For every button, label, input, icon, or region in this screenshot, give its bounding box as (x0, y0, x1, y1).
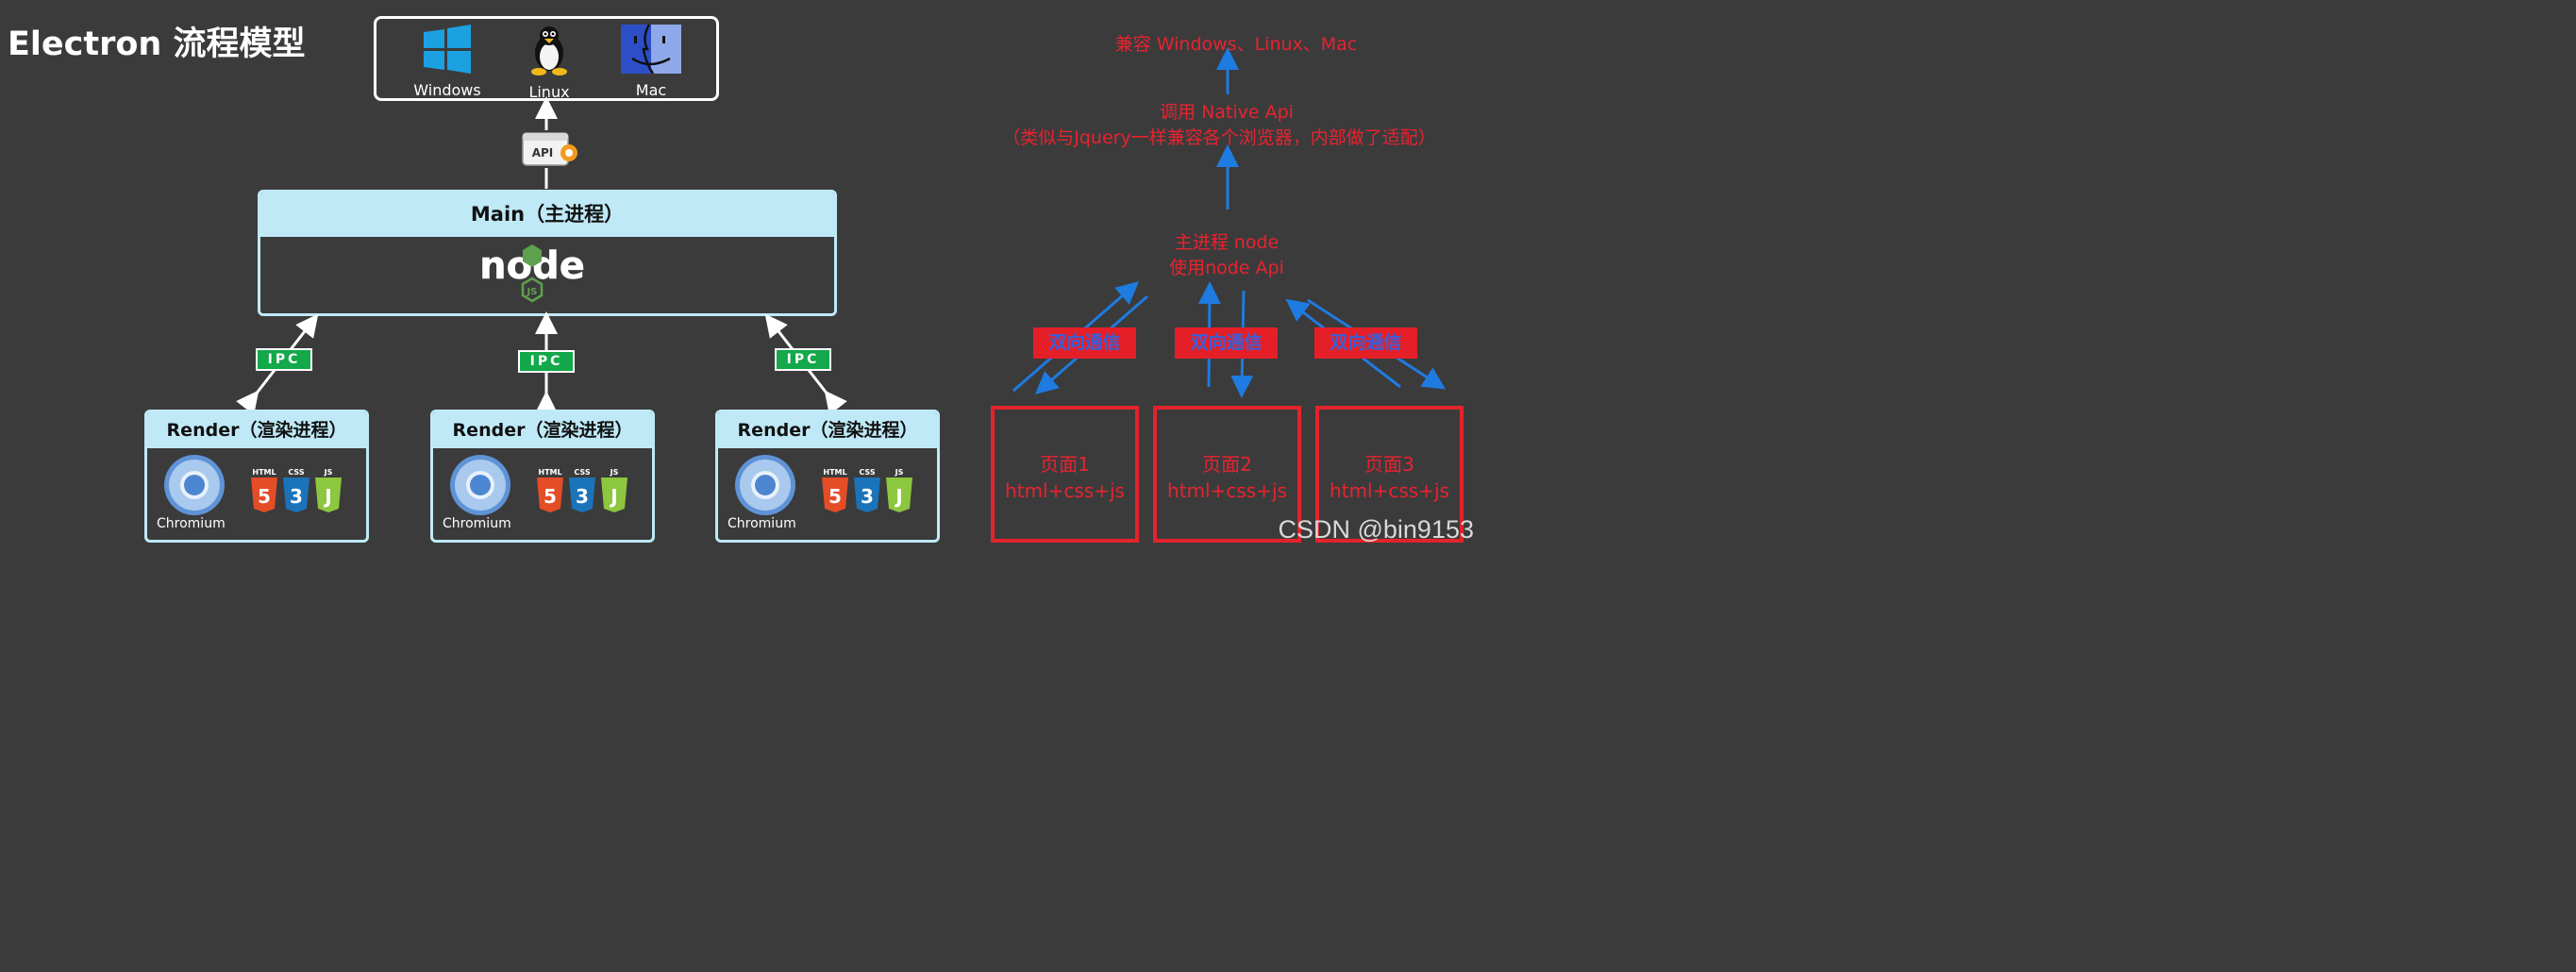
ipc-tag-center: IPC (518, 350, 575, 373)
two-way-tag-3: 双向通信 (1314, 327, 1417, 359)
render-process-body: Chromium HTML CSS JS 5 3 J (433, 448, 652, 540)
html-css-js-icons: HTML CSS JS 5 3 J (537, 468, 627, 512)
svg-text:5: 5 (544, 485, 557, 508)
main-process-body: node JS (260, 237, 834, 313)
render-process-body: Chromium HTML CSS JS 5 3 J (718, 448, 937, 540)
ipc-tag-left: IPC (256, 348, 312, 371)
css-label: CSS (859, 468, 875, 477)
svg-text:3: 3 (861, 485, 874, 508)
svg-text:5: 5 (258, 485, 271, 508)
two-way-tag-1: 双向通信 (1033, 327, 1136, 359)
api-gear-icon: API (522, 132, 577, 166)
annotation-main-node: 主进程 node (1174, 232, 1280, 253)
html-label: HTML (538, 468, 561, 477)
page-name: 页面1 (1040, 453, 1090, 476)
css-label: CSS (574, 468, 590, 477)
nodejs-js-badge: JS (527, 287, 538, 297)
html-label: HTML (252, 468, 276, 477)
js-label: JS (324, 468, 333, 477)
svg-text:J: J (323, 485, 331, 508)
page-name: 页面2 (1202, 453, 1252, 476)
main-process-box: Main（主进程） node JS (258, 190, 837, 316)
svg-text:3: 3 (576, 485, 589, 508)
nodejs-logo-icon: node JS (481, 244, 585, 303)
os-windows: Windows (405, 25, 490, 99)
page-content: html+css+js (1330, 479, 1449, 502)
chromium-label: Chromium (728, 516, 796, 531)
ipc-tag-right: IPC (775, 348, 831, 371)
html-label: HTML (823, 468, 846, 477)
chromium-label: Chromium (443, 516, 511, 531)
os-mac: Mac (609, 24, 694, 99)
mac-finder-icon (621, 24, 681, 75)
annotation-compat: 兼容 Windows、Linux、Mac (1114, 34, 1358, 55)
main-process-title: Main（主进程） (260, 193, 834, 237)
render-process-box-1: Render（渲染进程） Chromium HTML CSS JS 5 3 J (144, 410, 369, 543)
render-process-body: Chromium HTML CSS JS 5 3 J (147, 448, 366, 540)
annotation-native-api-note: （类似与Jquery一样兼容各个浏览器，内部做了适配） (1002, 127, 1436, 148)
svg-text:J: J (609, 485, 617, 508)
page-box-1: 页面1 html+css+js (991, 406, 1139, 543)
api-badge: API (522, 130, 580, 168)
chromium-logo-icon (735, 455, 795, 515)
annotation-native-api: 调用 Native Api (1160, 102, 1294, 123)
html-css-js-icons: HTML CSS JS 5 3 J (822, 468, 912, 512)
os-label-mac: Mac (635, 81, 667, 99)
svg-text:3: 3 (290, 485, 303, 508)
js-label: JS (610, 468, 619, 477)
windows-logo-icon (424, 25, 471, 74)
api-badge-text: API (532, 146, 554, 159)
os-label-windows: Windows (413, 81, 481, 99)
svg-text:J: J (894, 485, 902, 508)
os-linux: Linux (507, 25, 592, 101)
render-process-box-3: Render（渲染进程） Chromium HTML CSS JS 5 3 J (715, 410, 940, 543)
page-name: 页面3 (1364, 453, 1414, 476)
page-title: Electron 流程模型 (8, 25, 306, 63)
chromium-label: Chromium (157, 516, 226, 531)
page-content: html+css+js (1005, 479, 1125, 502)
render-process-box-2: Render（渲染进程） Chromium HTML CSS JS 5 3 J (430, 410, 655, 543)
page-box-2: 页面2 html+css+js (1153, 406, 1301, 543)
linux-tux-icon (531, 26, 567, 75)
render-process-title: Render（渲染进程） (147, 412, 366, 448)
js-label: JS (895, 468, 904, 477)
two-way-tag-2: 双向通信 (1175, 327, 1278, 359)
page-box-3: 页面3 html+css+js (1315, 406, 1464, 543)
os-box: Windows Linux Mac (374, 16, 719, 101)
render-process-title: Render（渲染进程） (718, 412, 937, 448)
watermark: CSDN @bin9153 (1278, 515, 1474, 544)
chromium-logo-icon (450, 455, 510, 515)
css-label: CSS (288, 468, 304, 477)
render-process-title: Render（渲染进程） (433, 412, 652, 448)
annotation-main-node-api: 使用node Api (1169, 258, 1284, 278)
html-css-js-icons: HTML CSS JS 5 3 J (251, 468, 342, 512)
page-content: html+css+js (1167, 479, 1287, 502)
svg-text:5: 5 (828, 485, 842, 508)
chromium-logo-icon (164, 455, 225, 515)
